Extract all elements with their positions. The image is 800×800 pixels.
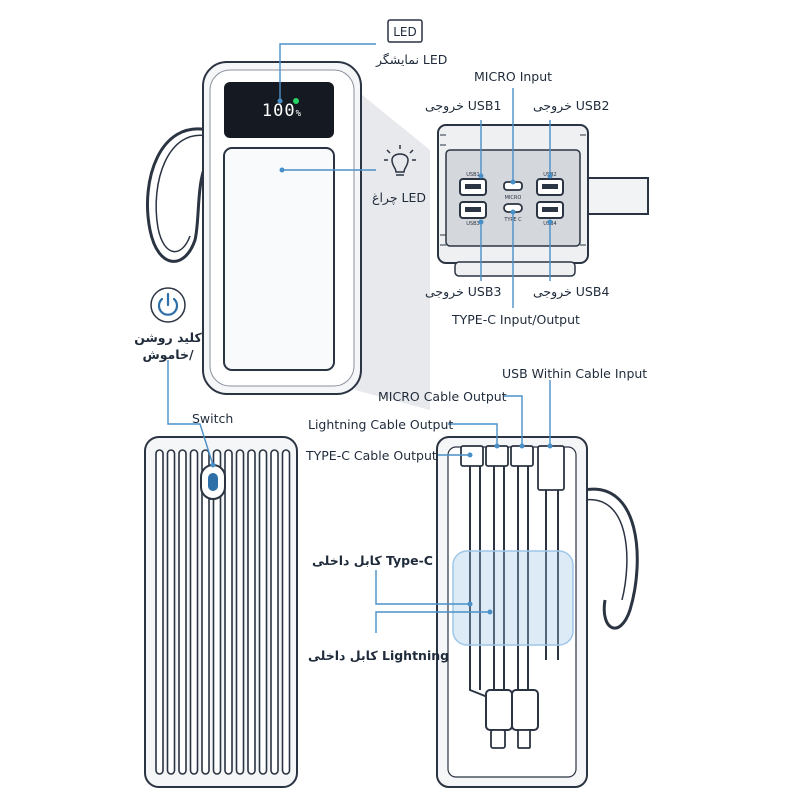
- led-display-label: LED نمایشگر: [376, 52, 448, 67]
- bulb-icon: [384, 145, 416, 176]
- usb4-label: USB4 خروجی: [533, 284, 610, 299]
- usb3-port-label: USB3: [466, 221, 479, 227]
- back-rib: [270, 449, 279, 775]
- cable-view-strap: [583, 487, 639, 630]
- power-key-label-line1: کلید روشن: [134, 330, 202, 345]
- led-lamp-label: LED چراغ: [372, 190, 427, 205]
- ports-view: USB1 MICRO USB3 USB2 TYPE C USB4: [437, 124, 649, 277]
- leader-lines: [167, 43, 551, 633]
- back-rib: [235, 449, 245, 775]
- lightning-plug-tip: [517, 729, 531, 749]
- front-view: 100%: [146, 61, 430, 410]
- usb-within-cable-label: USB Within Cable Input: [502, 366, 648, 381]
- back-ribs: [155, 449, 291, 775]
- micro-input-label: MICRO Input: [474, 69, 553, 84]
- ports-bottom-strip: [454, 261, 576, 277]
- usb1-label: USB1 خروجی: [425, 98, 502, 113]
- usb2-label: USB2 خروجی: [533, 98, 610, 113]
- led-label-icon: LED: [387, 19, 423, 43]
- switch-label: Switch: [192, 411, 234, 426]
- internal-cable-highlight: [452, 550, 574, 646]
- back-rib: [212, 449, 222, 775]
- usb1-port-label: USB1: [466, 172, 479, 178]
- micro-port-label: MICRO: [505, 195, 522, 201]
- back-rib: [224, 449, 233, 775]
- back-rib: [155, 449, 164, 775]
- usb1-port-tongue: [465, 184, 481, 189]
- power-key-label-line2: /خاموش: [142, 347, 194, 362]
- typec-plug-tip: [490, 729, 506, 749]
- back-rib: [201, 449, 210, 775]
- usb4-port-tongue: [542, 207, 558, 212]
- back-view: [144, 436, 298, 788]
- typec-cable-output-label: TYPE-C Cable Output: [306, 448, 437, 463]
- led-status-dot: [293, 98, 299, 104]
- usb3-label: USB3 خروجی: [425, 284, 502, 299]
- led-lamp-panel: [223, 147, 335, 371]
- led-icon-text: LED: [393, 25, 417, 39]
- lightning-internal-cable-label: Lightning کابل داخلی: [308, 648, 450, 663]
- usb2-port-tongue: [542, 184, 558, 189]
- cable-view-strap-inner: [583, 499, 628, 601]
- led-display-value: 100%: [262, 101, 302, 121]
- micro-cable-output-label: MICRO Cable Output: [378, 389, 507, 404]
- back-rib: [189, 449, 199, 775]
- back-rib: [166, 449, 176, 775]
- back-rib: [247, 449, 256, 775]
- lightning-plug: [511, 689, 539, 731]
- front-strap: [146, 127, 210, 263]
- cable-view: [436, 436, 639, 788]
- lightning-cable-output-label: Lightning Cable Output: [308, 417, 454, 432]
- front-shadow: [350, 85, 430, 410]
- lightning-head: [485, 445, 509, 467]
- power-switch-knob: [208, 473, 218, 491]
- typec-io-label: TYPE-C Input/Output: [452, 312, 580, 327]
- usb-head: [537, 445, 565, 491]
- typec-internal-cable-label: Type-C کابل داخلی: [312, 553, 433, 568]
- back-rib: [178, 449, 187, 775]
- usb3-port-tongue: [465, 207, 481, 212]
- back-rib: [258, 449, 268, 775]
- power-icon: [150, 287, 186, 323]
- leader-dots: [210, 98, 553, 615]
- led-display: [224, 82, 334, 138]
- typec-plug: [485, 689, 513, 731]
- back-rib: [281, 449, 291, 775]
- micro-head: [510, 445, 534, 467]
- front-strap-inner: [155, 134, 209, 253]
